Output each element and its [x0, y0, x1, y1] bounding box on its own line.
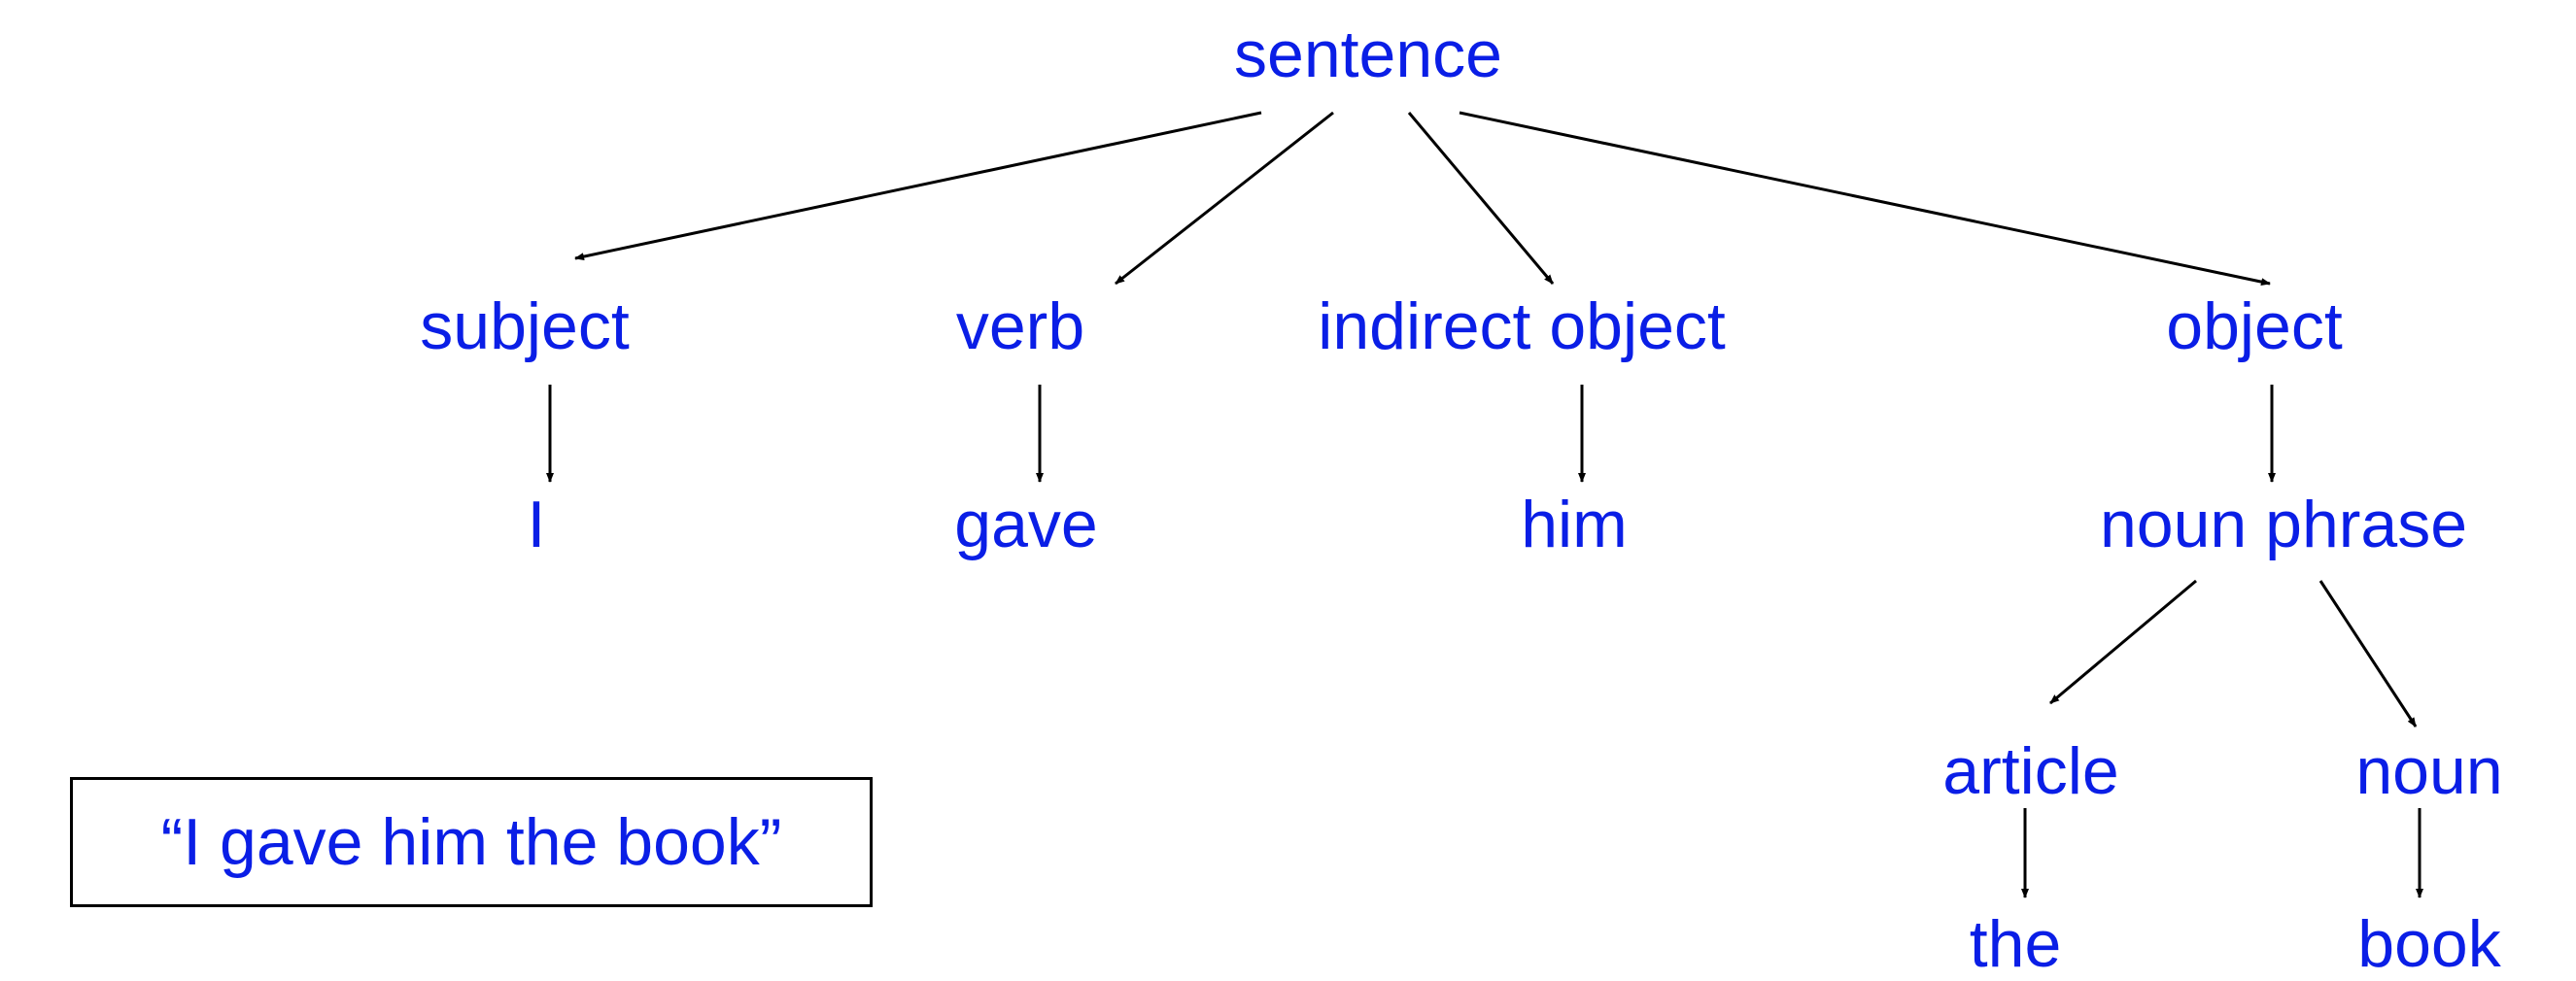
node-noun-phrase: noun phrase: [2099, 488, 2468, 561]
node-article: article: [1942, 734, 2119, 808]
edge-sentence-to-subject-arrow: [574, 111, 1262, 261]
edge-noun-phrase-to-noun-arrow: [2318, 580, 2418, 727]
node-him: him: [1521, 488, 1628, 561]
node-subject: subject: [420, 289, 630, 363]
node-object: object: [2166, 289, 2343, 363]
node-book: book: [2357, 907, 2501, 981]
edge-noun-phrase-to-article-arrow: [2049, 579, 2197, 705]
edge-sentence-to-verb-arrow: [1115, 111, 1334, 286]
example-sentence-box: “I gave him the book”: [70, 777, 873, 907]
node-the: the: [1969, 907, 2062, 981]
node-noun: noun: [2355, 734, 2503, 808]
node-sentence: sentence: [1234, 17, 1502, 91]
node-i: I: [527, 488, 546, 561]
example-sentence: “I gave him the book”: [160, 805, 782, 879]
node-indirect-object: indirect object: [1318, 289, 1726, 363]
node-gave: gave: [954, 488, 1098, 561]
edge-sentence-to-object-arrow: [1459, 111, 2271, 287]
node-verb: verb: [955, 289, 1085, 363]
edge-sentence-to-indirect-object-arrow: [1407, 112, 1555, 285]
